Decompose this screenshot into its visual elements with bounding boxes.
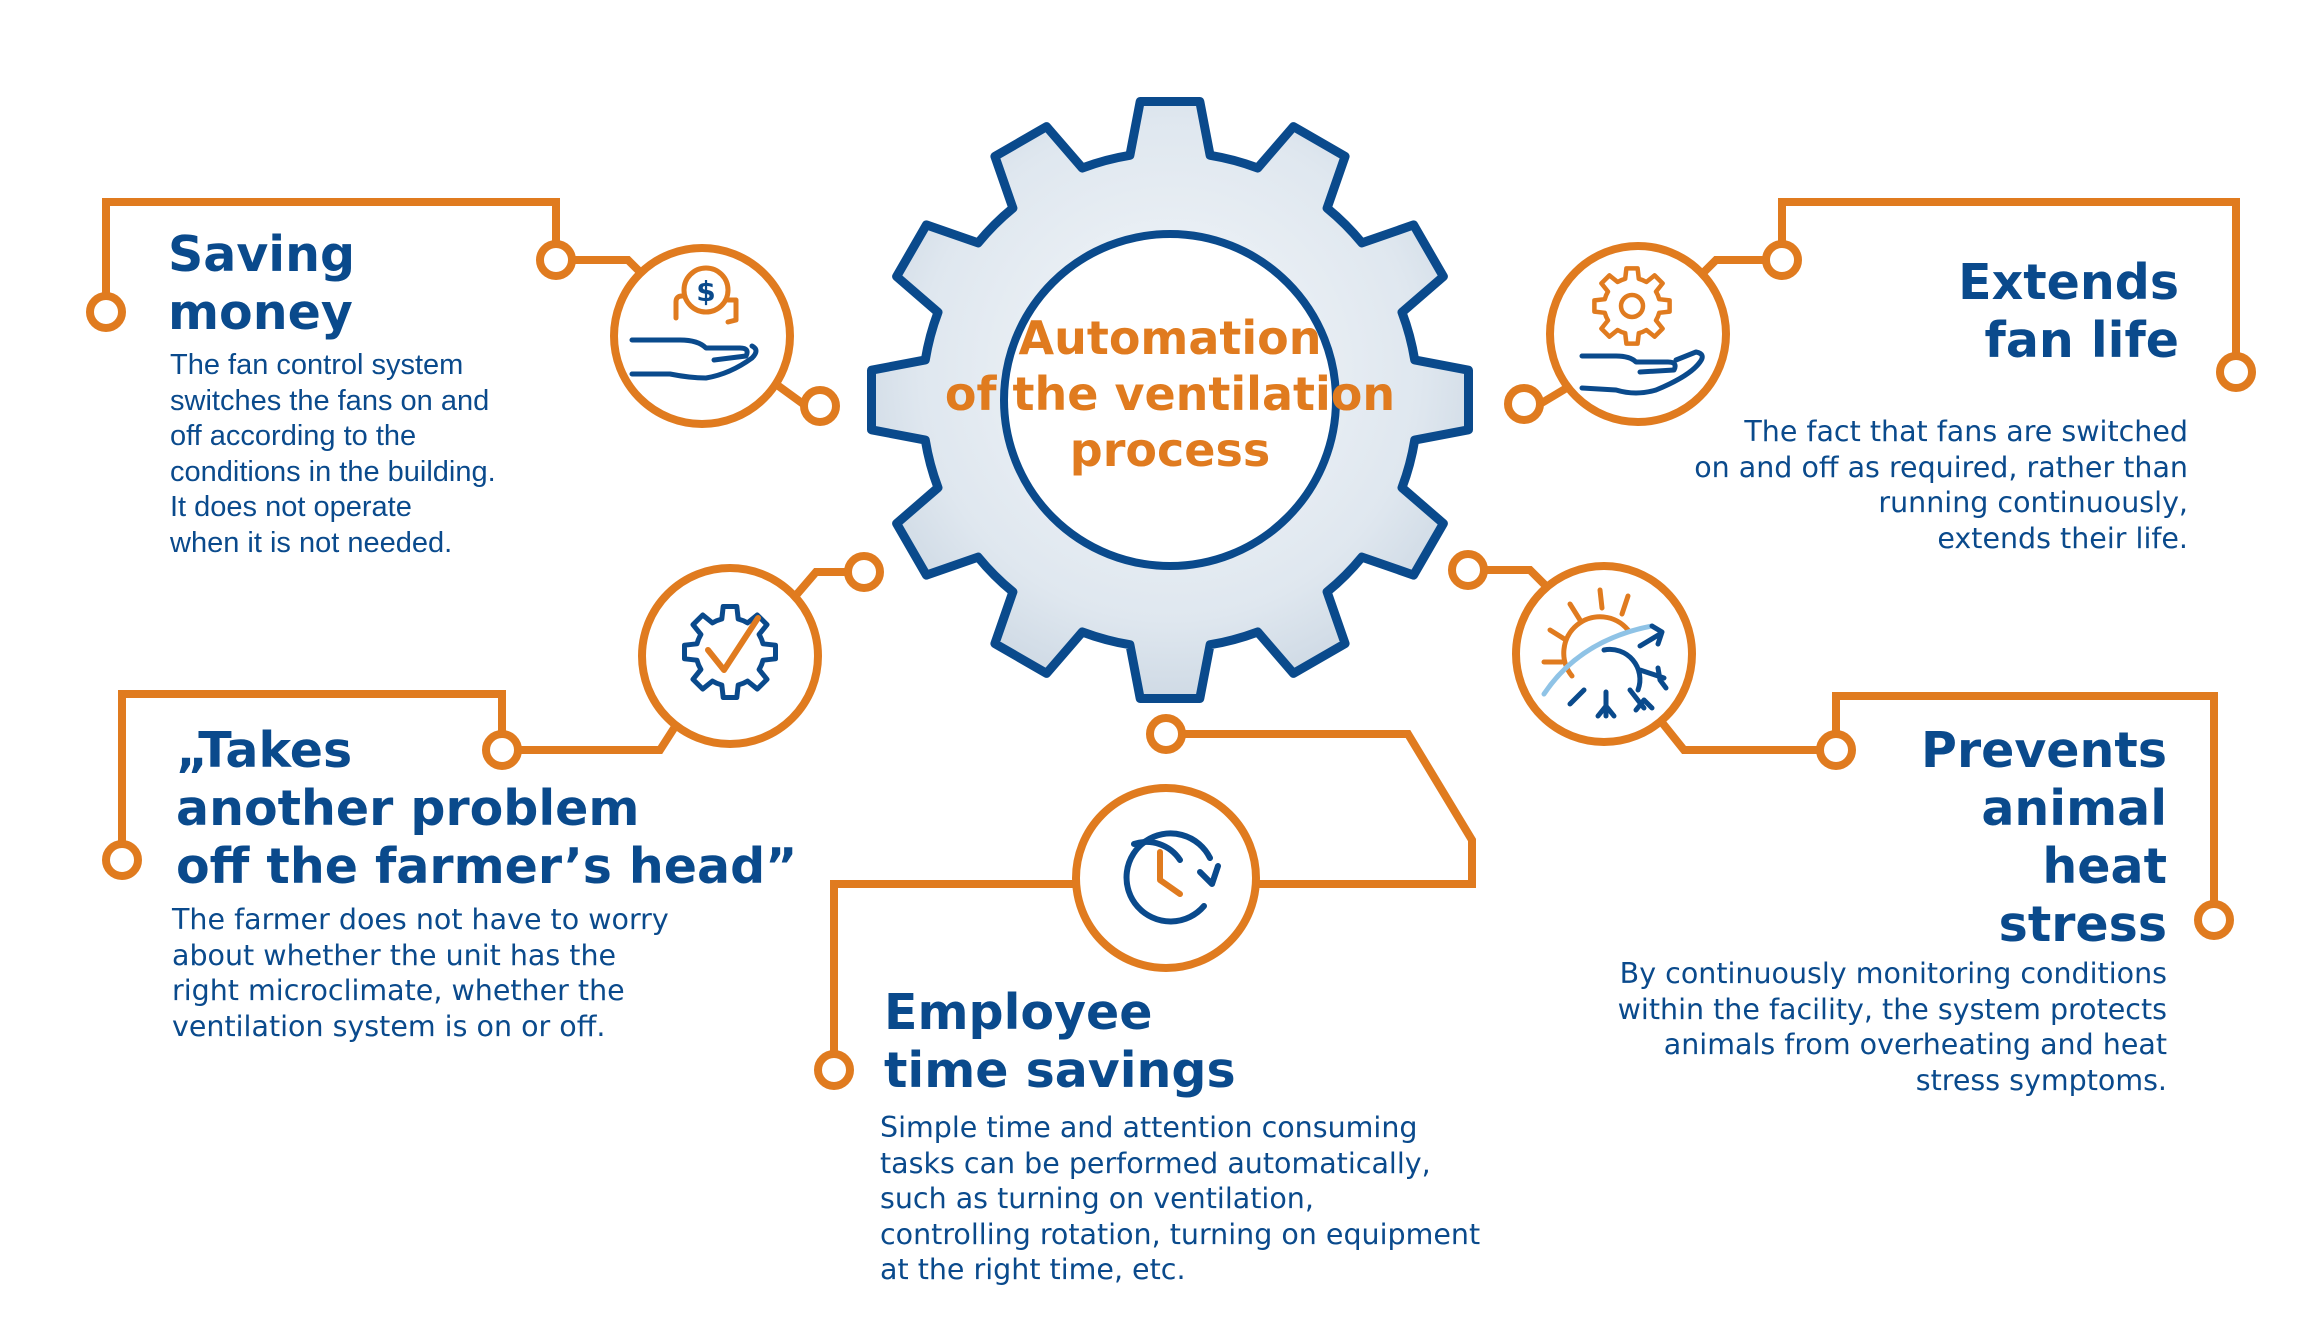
central-gear-icon (867, 97, 1473, 703)
item-description: Simple time and attention consuming task… (880, 1110, 1480, 1288)
central-title-line: of the ventilation (944, 367, 1396, 421)
title-line: Prevents (1921, 722, 2167, 779)
title-line: time savings (884, 1042, 1236, 1099)
description-line: tasks can be performed automatically, (880, 1146, 1431, 1180)
description-line: running continuously, (1878, 486, 2188, 519)
item-title: Prevents animal heat stress (1921, 722, 2167, 954)
title-line: stress (1998, 896, 2167, 953)
description-line: The fact that fans are switched (1744, 415, 2188, 448)
title-line: money (168, 284, 353, 341)
title-line: fan life (1984, 312, 2179, 369)
clock-icon (1123, 830, 1221, 925)
description-line: It does not operate (170, 491, 412, 523)
description-line: at the right time, etc. (880, 1253, 1186, 1286)
title-line: another problem (176, 780, 640, 837)
central-title: Automation of the ventilation process (900, 310, 1440, 478)
description-line: such as turning on ventilation, (880, 1182, 1314, 1215)
description-line: stress symptoms. (1915, 1063, 2167, 1097)
description-line: off according to the (170, 420, 417, 452)
description-line: about whether the unit has the (172, 938, 617, 972)
item-description: By continuously monitoring conditions wi… (1618, 956, 2167, 1098)
description-line: controlling rotation, turning on equipme… (880, 1217, 1481, 1251)
connector-employee-time-savings (814, 714, 1476, 1090)
hand-coin-icon: $ (629, 265, 759, 381)
description-line: animals from overheating and heat (1663, 1028, 2167, 1061)
gear-check-icon (682, 604, 778, 700)
central-title-line: Automation (1018, 311, 1322, 365)
svg-text:$: $ (696, 275, 715, 308)
description-line: The fan control system (170, 349, 464, 381)
description-line: conditions in the building. (170, 455, 496, 488)
item-description: The fact that fans are switched on and o… (1694, 414, 2188, 556)
description-line: switches the fans on and (170, 384, 490, 417)
description-line: The farmer does not have to worry (172, 903, 669, 936)
item-description: The farmer does not have to worry about … (172, 902, 669, 1044)
title-line: „Takes (176, 722, 353, 779)
item-title: Employee time savings (884, 984, 1236, 1100)
description-line: on and off as required, rather than (1694, 450, 2188, 484)
description-line: Simple time and attention consuming (880, 1111, 1418, 1144)
description-line: ventilation system is on or off. (172, 1009, 606, 1043)
title-line: Extends (1958, 254, 2179, 311)
title-line: Saving (168, 226, 356, 283)
item-title: Extends fan life (1958, 254, 2179, 370)
description-line: right microclimate, whether the (172, 974, 625, 1007)
hand-gear-icon (1579, 266, 1705, 396)
sun-snowflake-icon (1541, 587, 1669, 719)
title-line: Employee (884, 984, 1153, 1041)
item-title: Saving money (168, 226, 355, 342)
item-title: „Takes another problem off the farmer’s … (176, 722, 797, 896)
connector-prevents-heat-stress (1448, 550, 2234, 940)
central-title-line: process (1069, 423, 1271, 477)
connector-saving-money (86, 198, 840, 428)
description-line: when it is not needed. (170, 526, 453, 559)
item-description: The fan control system switches the fans… (170, 348, 496, 561)
description-line: By continuously monitoring conditions (1619, 957, 2167, 990)
description-line: extends their life. (1937, 521, 2188, 555)
title-line: off the farmer’s head” (176, 838, 798, 895)
title-line: heat (2042, 838, 2167, 895)
description-line: within the facility, the system protects (1617, 992, 2167, 1026)
title-line: animal (1981, 780, 2167, 837)
